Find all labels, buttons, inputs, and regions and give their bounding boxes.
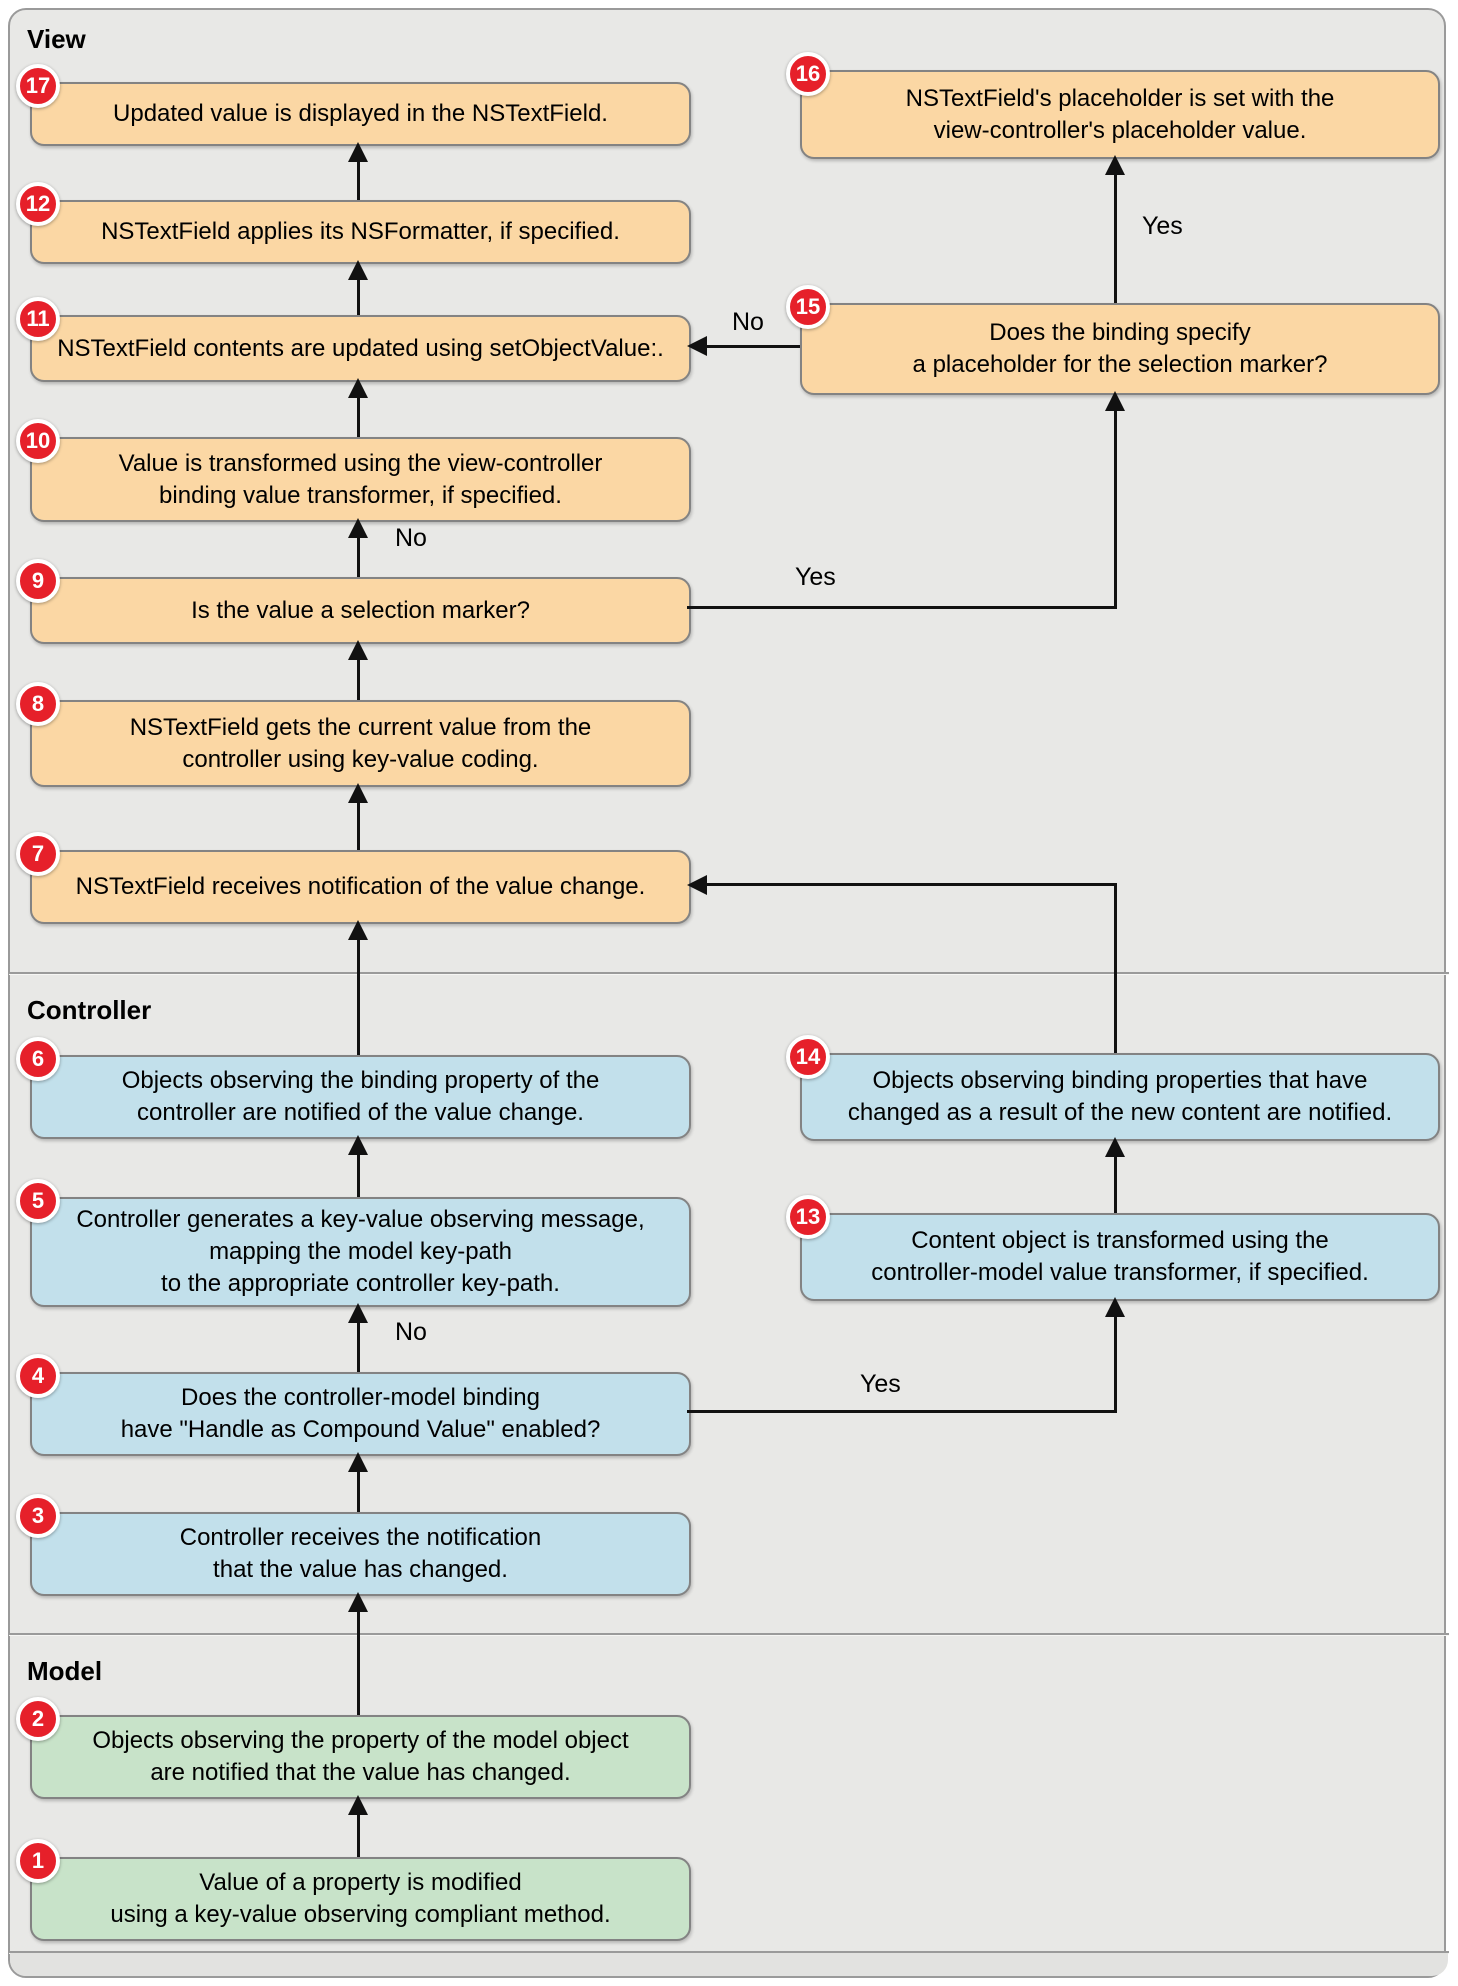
step-box-15: 15 Does the binding specify a placeholde… bbox=[786, 285, 1440, 395]
step-box-9: 9 Is the value a selection marker? bbox=[16, 559, 691, 644]
step-badge-16: 16 bbox=[786, 52, 830, 96]
step-text-7: NSTextField receives notification of the… bbox=[75, 873, 646, 901]
step-text-15: Does the binding specify a placeholder f… bbox=[912, 319, 1328, 378]
step-badge-2: 2 bbox=[16, 1697, 60, 1741]
step-badge-14: 14 bbox=[786, 1035, 830, 1079]
step-text-10: Value is transformed using the view-cont… bbox=[118, 449, 603, 509]
step-box-16: 16 NSTextField's placeholder is set with… bbox=[786, 52, 1440, 159]
step-box-17: 17 Updated value is displayed in the NST… bbox=[16, 64, 691, 146]
step-text-1: Value of a property is modified using a … bbox=[110, 1869, 611, 1928]
step-box-3: 3 Controller receives the notification t… bbox=[16, 1494, 691, 1596]
step-badge-9: 9 bbox=[16, 559, 60, 603]
step-badge-1: 1 bbox=[16, 1839, 60, 1883]
step-badge-8: 8 bbox=[16, 682, 60, 726]
step-text-3: Controller receives the notification tha… bbox=[179, 1524, 542, 1583]
bottom-strip bbox=[10, 1953, 1448, 1976]
step-badge-6: 6 bbox=[16, 1037, 60, 1081]
step-text-12: NSTextField applies its NSFormatter, if … bbox=[101, 218, 620, 246]
step-text-17: Updated value is displayed in the NSText… bbox=[113, 100, 608, 128]
step-badge-4: 4 bbox=[16, 1354, 60, 1398]
step-badge-13: 13 bbox=[786, 1195, 830, 1239]
step-box-2: 2 Objects observing the property of the … bbox=[16, 1697, 691, 1799]
step-text-6: Objects observing the binding property o… bbox=[121, 1067, 600, 1126]
step-box-1: 1 Value of a property is modified using … bbox=[16, 1839, 691, 1941]
step-badge-11: 11 bbox=[16, 297, 60, 341]
view-controller-divider bbox=[9, 972, 1449, 974]
step-box-10: 10 Value is transformed using the view-c… bbox=[16, 419, 691, 522]
step-box-14: 14 Objects observing binding properties … bbox=[786, 1035, 1440, 1141]
step-box-11: 11 NSTextField contents are updated usin… bbox=[16, 297, 691, 382]
step-box-8: 8 NSTextField gets the current value fro… bbox=[16, 682, 691, 787]
step-box-7: 7 NSTextField receives notification of t… bbox=[16, 832, 691, 924]
step-text-13: Content object is transformed using the … bbox=[871, 1227, 1369, 1286]
step-text-2: Objects observing the property of the mo… bbox=[92, 1727, 629, 1786]
step-text-5: Controller generates a key-value observi… bbox=[76, 1206, 645, 1297]
step-text-9: Is the value a selection marker? bbox=[191, 596, 530, 624]
step-text-14: Objects observing binding properties tha… bbox=[847, 1067, 1393, 1126]
section-label-controller: Controller bbox=[27, 995, 152, 1025]
label-yes-15-16: Yes bbox=[1142, 212, 1183, 240]
label-no-9-10: No bbox=[395, 524, 427, 552]
step-badge-5: 5 bbox=[16, 1179, 60, 1223]
step-badge-7: 7 bbox=[16, 832, 60, 876]
step-box-5: 5 Controller generates a key-value obser… bbox=[16, 1179, 691, 1307]
step-text-11: NSTextField contents are updated using s… bbox=[57, 334, 664, 362]
model-bottom-divider bbox=[9, 1951, 1449, 1953]
label-no-4-5: No bbox=[395, 1318, 427, 1346]
step-text-4: Does the controller-model binding have "… bbox=[120, 1384, 601, 1443]
step-badge-15: 15 bbox=[786, 285, 830, 329]
step-box-6: 6 Objects observing the binding property… bbox=[16, 1037, 691, 1139]
label-no-15-11: No bbox=[732, 308, 764, 336]
step-text-16: NSTextField's placeholder is set with th… bbox=[905, 84, 1335, 144]
step-box-13: 13 Content object is transformed using t… bbox=[786, 1195, 1440, 1301]
step-badge-17: 17 bbox=[16, 64, 60, 108]
step-badge-12: 12 bbox=[16, 182, 60, 226]
section-label-model: Model bbox=[27, 1656, 103, 1686]
step-badge-3: 3 bbox=[16, 1494, 60, 1538]
step-box-4: 4 Does the controller-model binding have… bbox=[16, 1354, 691, 1456]
label-yes-4-13: Yes bbox=[860, 1370, 901, 1398]
step-text-8: NSTextField gets the current value from … bbox=[129, 713, 592, 773]
label-yes-9-15: Yes bbox=[795, 563, 836, 591]
controller-model-divider bbox=[9, 1633, 1449, 1635]
step-badge-10: 10 bbox=[16, 419, 60, 463]
section-label-view: View bbox=[27, 24, 86, 54]
step-box-12: 12 NSTextField applies its NSFormatter, … bbox=[16, 182, 691, 264]
